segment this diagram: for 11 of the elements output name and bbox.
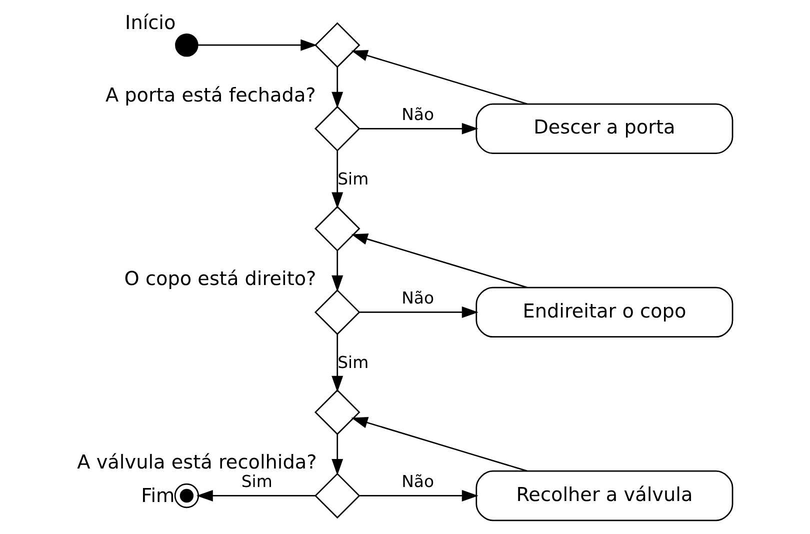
node-label: A porta está fechada? (104, 84, 316, 107)
edge-label: Sim (337, 352, 368, 372)
node-label: A válvula está recolhida? (76, 450, 316, 474)
edge-label: Não (401, 104, 434, 124)
node-label: O copo está direito? (124, 267, 316, 290)
edge-label: Sim (337, 169, 368, 188)
edge-label: Não (401, 288, 434, 308)
node-label: Início (124, 10, 176, 34)
edge-label: Sim (240, 472, 272, 491)
node-label: Fim (140, 484, 174, 508)
edge-label: Não (401, 472, 434, 491)
